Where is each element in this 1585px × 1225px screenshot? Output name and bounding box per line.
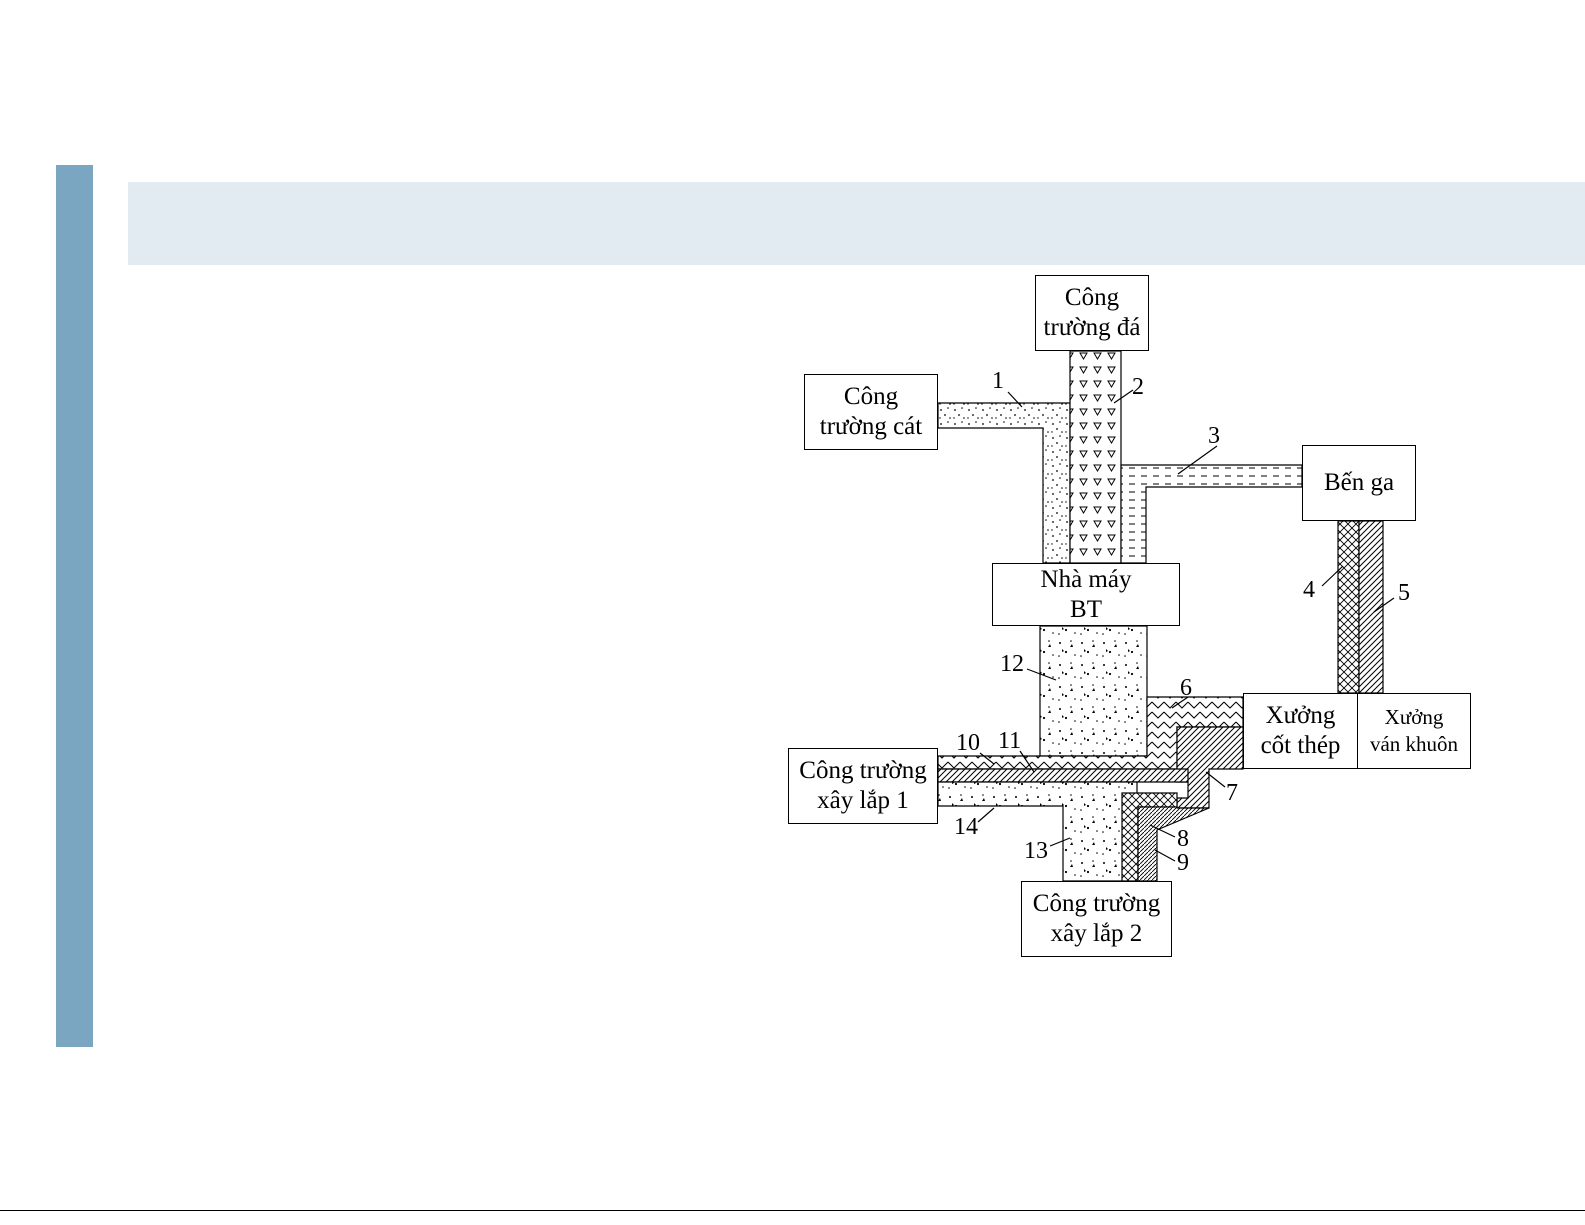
flow-label-1: 1 xyxy=(992,368,1004,394)
flow-band-3 xyxy=(1121,465,1302,563)
node-label: Xưởng xyxy=(1385,704,1444,731)
node-label: cốt thép xyxy=(1261,731,1341,761)
flow-label-3: 3 xyxy=(1208,423,1220,449)
node-nha-may-bt: Nhà máy BT xyxy=(992,563,1180,626)
node-cong-truong-cat: Công trường cát xyxy=(804,374,938,450)
flow-label-6: 6 xyxy=(1180,675,1192,701)
node-label: Nhà máy xyxy=(1041,565,1132,595)
node-xuong-cot-thep: Xưởng cốt thép xyxy=(1243,693,1358,769)
node-label: xây lắp 2 xyxy=(1051,919,1143,949)
node-cong-truong-xay-lap-1: Công trường xây lắp 1 xyxy=(788,748,938,824)
flow-band-9 xyxy=(1138,807,1209,881)
flow-label-4: 4 xyxy=(1303,577,1315,603)
flow-band-5 xyxy=(1359,521,1383,693)
flow-label-5: 5 xyxy=(1398,580,1410,606)
flow-label-9: 9 xyxy=(1177,850,1189,876)
node-label: Công trường xyxy=(799,756,926,786)
flow-label-2: 2 xyxy=(1132,374,1144,400)
node-ben-ga: Bến ga xyxy=(1302,445,1416,521)
flow-band-1 xyxy=(938,403,1070,563)
flow-band-4 xyxy=(1338,521,1359,693)
node-label: BT xyxy=(1070,595,1102,625)
flow-band-12 xyxy=(1040,626,1147,756)
node-label: Công xyxy=(1065,283,1119,313)
node-cong-truong-da: Công trường đá xyxy=(1035,275,1149,351)
flow-label-11: 11 xyxy=(998,728,1021,754)
flow-label-8: 8 xyxy=(1177,826,1189,852)
flow-label-7: 7 xyxy=(1226,780,1238,806)
node-label: Xưởng xyxy=(1266,701,1336,731)
node-label: ván khuôn xyxy=(1370,731,1458,758)
node-label: trường cát xyxy=(820,412,922,442)
flow-band-2 xyxy=(1070,351,1121,563)
node-label: Bến ga xyxy=(1324,468,1394,498)
flow-label-14: 14 xyxy=(954,814,978,840)
node-label: Công trường xyxy=(1033,889,1160,919)
node-label: xây lắp 1 xyxy=(817,786,909,816)
flow-band-11 xyxy=(938,769,1188,782)
flow-label-12: 12 xyxy=(1000,651,1024,677)
node-label: Công xyxy=(844,382,898,412)
node-label: trường đá xyxy=(1044,313,1141,343)
flow-label-10: 10 xyxy=(956,730,980,756)
node-cong-truong-xay-lap-2: Công trường xây lắp 2 xyxy=(1021,881,1172,957)
node-xuong-van-khuon: Xưởng ván khuôn xyxy=(1357,693,1471,769)
flow-label-13: 13 xyxy=(1024,838,1048,864)
bottom-rule xyxy=(0,1210,1585,1211)
